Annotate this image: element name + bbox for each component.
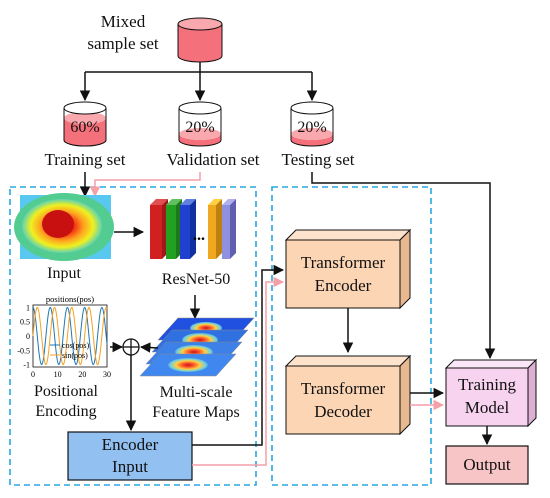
y-tick-label: 0.5 bbox=[20, 318, 30, 327]
resnet-block-red bbox=[150, 199, 168, 259]
transformer-decoder-line1: Transformer bbox=[300, 379, 386, 398]
testing-set-label: Testing set bbox=[281, 150, 355, 169]
testing-pct: 20% bbox=[297, 119, 327, 136]
add-operator-icon bbox=[122, 338, 140, 356]
testing-cylinder bbox=[290, 101, 334, 147]
training-pct: 60% bbox=[70, 119, 100, 136]
validation-pct: 20% bbox=[185, 119, 215, 136]
training-model-line1: Training bbox=[458, 375, 516, 394]
y-tick-label: -0.5 bbox=[17, 346, 30, 355]
encoder-input-box bbox=[67, 431, 193, 481]
resnet-block-orange bbox=[208, 199, 222, 259]
validation-to-input-arrow bbox=[89, 172, 201, 198]
y-tick-label: 0 bbox=[26, 332, 30, 341]
transformer-encoder-line1: Transformer bbox=[300, 253, 386, 272]
transformer-section-border bbox=[271, 186, 432, 486]
feature-label-line1: Multi-scale bbox=[159, 384, 233, 401]
pos-chart-legend: cos(pos) sin(pos) bbox=[50, 341, 89, 360]
series-line-sin(pos) bbox=[32, 306, 108, 366]
x-tick-label: 10 bbox=[54, 370, 62, 379]
encoder-input-line2: Input bbox=[112, 457, 148, 476]
pos-label-line2: Encoding bbox=[35, 403, 97, 420]
x-tick-label: 30 bbox=[103, 370, 111, 379]
validation-set-label: Validation set bbox=[166, 150, 260, 169]
input-heatmap bbox=[14, 193, 114, 261]
encoder-input-pink-arrow bbox=[192, 276, 285, 466]
legend-sin: sin(pos) bbox=[62, 351, 88, 360]
y-tick-label: -1 bbox=[23, 361, 30, 370]
input-label: Input bbox=[47, 265, 81, 282]
pos-chart-lines bbox=[32, 306, 108, 366]
pos-chart-title: positions(pos) bbox=[46, 294, 94, 304]
pos-label-line1: Positional bbox=[33, 383, 99, 400]
resnet-block-blue bbox=[180, 199, 196, 259]
resnet-label: ResNet-50 bbox=[161, 271, 231, 288]
transformer-encoder-box bbox=[284, 228, 412, 310]
resnet-dots: ... bbox=[193, 227, 205, 244]
series-line-cos(pos) bbox=[32, 306, 108, 366]
mixed-sample-cylinder bbox=[177, 17, 223, 63]
encoder-input-to-transformer-arrow bbox=[192, 264, 285, 446]
encoder-section-border bbox=[9, 186, 257, 486]
training-cylinder bbox=[63, 101, 107, 147]
transformer-encoder-line2: Encoder bbox=[314, 276, 372, 295]
legend-cos: cos(pos) bbox=[62, 341, 89, 350]
feature-label-line2: Feature Maps bbox=[152, 404, 240, 421]
transformer-decoder-box bbox=[284, 354, 412, 436]
resnet-blocks bbox=[150, 199, 236, 259]
resnet-block-purple bbox=[222, 199, 236, 259]
output-label: Output bbox=[463, 455, 511, 474]
training-model-box bbox=[444, 358, 538, 428]
mixed-label-line1: Mixed bbox=[100, 12, 146, 31]
output-box bbox=[445, 445, 529, 485]
split-connector bbox=[79, 62, 318, 102]
feature-maps-stack bbox=[139, 317, 255, 377]
resnet-block-green bbox=[166, 199, 182, 259]
encoder-input-line1: Encoder bbox=[101, 435, 159, 454]
feature-to-plus-arrow bbox=[139, 342, 159, 353]
y-tick-label: 1 bbox=[26, 303, 30, 312]
validation-cylinder bbox=[178, 101, 222, 147]
mixed-label-line2: sample set bbox=[87, 34, 159, 53]
transformer-decoder-line2: Decoder bbox=[314, 402, 372, 421]
x-tick-label: 0 bbox=[31, 370, 35, 379]
testing-to-model-arrow bbox=[311, 172, 496, 360]
x-tick-label: 20 bbox=[78, 370, 86, 379]
training-set-label: Training set bbox=[44, 150, 126, 169]
training-model-line2: Model bbox=[464, 398, 510, 417]
